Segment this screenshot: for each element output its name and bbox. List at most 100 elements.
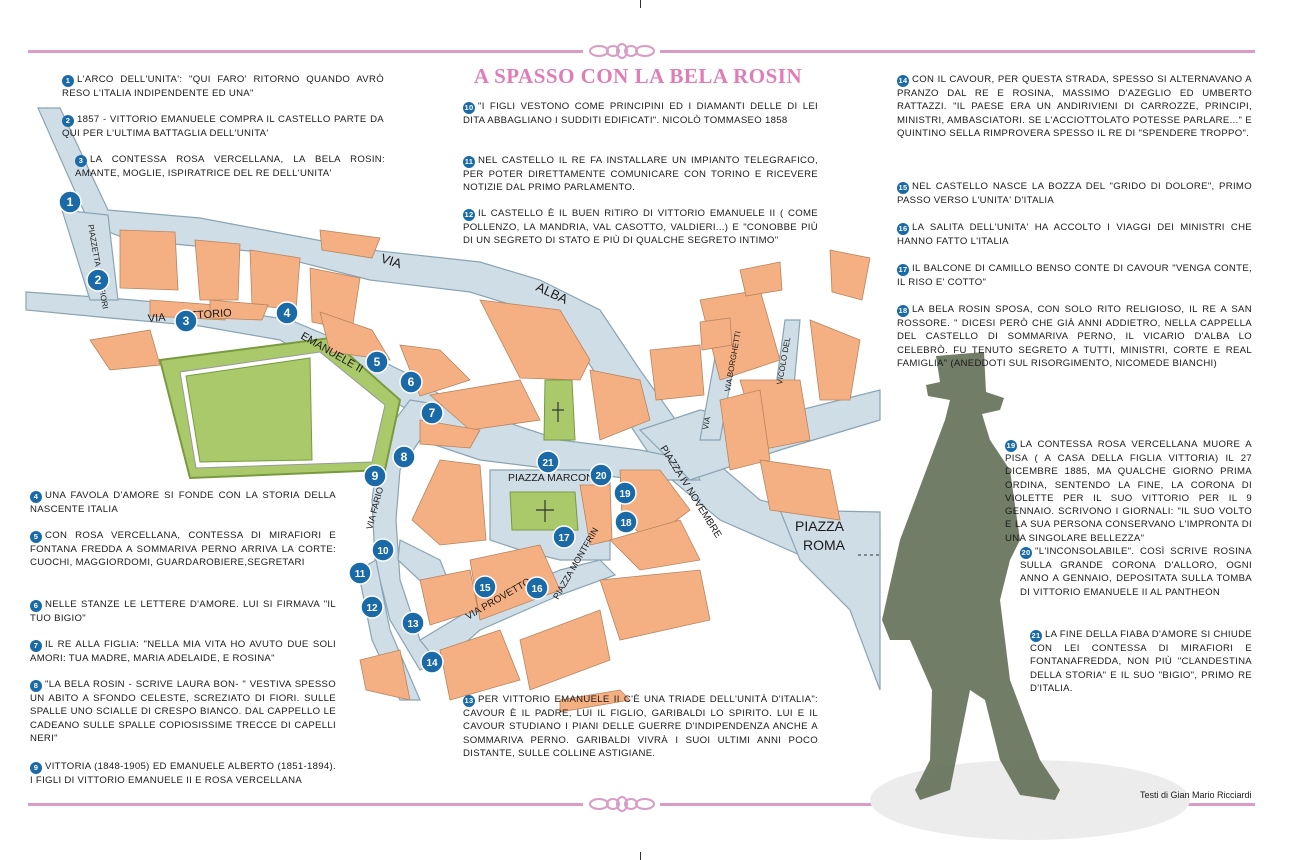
map-marker-label: 18 [620, 518, 632, 529]
map-marker-4: 4 [275, 301, 299, 325]
map-marker-21: 21 [536, 450, 560, 474]
note-8: 8"LA BELA ROSIN - SCRIVE LAURA BON- " VE… [30, 678, 336, 745]
map-marker-10: 10 [371, 538, 395, 562]
note-number-badge: 9 [30, 762, 42, 774]
map-marker-6: 6 [399, 370, 423, 394]
ornament-bottom [589, 796, 655, 812]
note-number-badge: 3 [75, 155, 87, 167]
note-text: NELLE STANZE LE LETTERE D'AMORE. LUI SI … [30, 599, 336, 624]
castle-park [158, 336, 402, 480]
map-marker-label: 15 [479, 583, 491, 594]
note-text: LA CONTESSA ROSA VERCELLANA MUORE A PISA… [1005, 439, 1252, 544]
note-number-badge: 13 [463, 695, 475, 707]
page-title: A SPASSO CON LA BELA ROSIN [473, 64, 803, 88]
map-marker-7: 7 [420, 401, 444, 425]
note-text: LA BELA ROSIN SPOSA, CON SOLO RITO RELIG… [897, 304, 1252, 369]
map-marker-label: 11 [355, 569, 366, 580]
map-marker-label: 7 [429, 406, 436, 420]
label-piazza-roma-1: PIAZZA [795, 518, 845, 534]
note-text: "I FIGLI VESTONO COME PRINCIPINI ED I DI… [463, 101, 818, 126]
note-text: CON ROSA VERCELLANA, CONTESSA DI MIRAFIO… [30, 530, 336, 569]
map-marker-19: 19 [613, 481, 637, 505]
note-number-badge: 7 [30, 640, 42, 652]
map-marker-label: 14 [426, 658, 438, 669]
note-text: IL RE ALLA FIGLIA: "NELLA MIA VITA HO AV… [30, 639, 336, 664]
note-text: PER VITTORIO EMANUELE II C'È UNA TRIADE … [463, 694, 818, 759]
map-marker-label: 19 [619, 489, 631, 500]
note-number-badge: 15 [897, 182, 909, 194]
map-marker-label: 17 [558, 533, 570, 544]
note-text: "LA BELA ROSIN - SCRIVE LAURA BON- " VES… [30, 679, 336, 744]
ornament-top [589, 43, 655, 59]
note-text: LA CONTESSA ROSA VERCELLANA, LA BELA ROS… [75, 154, 385, 179]
note-number-badge: 21 [1030, 630, 1042, 642]
map-marker-18: 18 [614, 510, 638, 534]
map-marker-label: 10 [377, 546, 389, 557]
label-piazza-roma-2: ROMA [803, 537, 846, 553]
map-marker-8: 8 [392, 445, 416, 469]
note-number-badge: 10 [463, 102, 475, 114]
king-silhouette-figure [870, 352, 1190, 840]
map-marker-label: 21 [542, 458, 554, 469]
map-marker-label: 2 [95, 273, 102, 287]
map-marker-label: 4 [284, 306, 291, 320]
map-marker-label: 8 [401, 450, 408, 464]
map-marker-9: 9 [363, 464, 387, 488]
note-number-badge: 5 [30, 531, 42, 543]
map-marker-17: 17 [552, 525, 576, 549]
note-number-badge: 20 [1020, 547, 1032, 559]
map-marker-label: 13 [407, 619, 419, 630]
note-text: NEL CASTELLO IL RE FA INSTALLARE UN IMPI… [463, 155, 818, 194]
note-number-badge: 17 [897, 264, 909, 276]
top-rule-right [660, 50, 1255, 53]
note-number-badge: 4 [30, 491, 42, 503]
label-via-small: VIA [701, 415, 712, 430]
map-marker-11: 11 [348, 561, 372, 585]
note-text: L'ARCO DELL'UNITA': "QUI FARO' RITORNO Q… [62, 74, 384, 99]
label-via-alba-1: VIA [379, 251, 404, 272]
map-marker-15: 15 [473, 575, 497, 599]
map-marker-label: 12 [366, 603, 378, 614]
bottom-rule-left [28, 803, 583, 806]
map-marker-label: 9 [372, 469, 379, 483]
map-marker-5: 5 [365, 350, 389, 374]
map-marker-20: 20 [589, 463, 613, 487]
note-number-badge: 8 [30, 680, 42, 692]
note-text: IL BALCONE DI CAMILLO BENSO CONTE DI CAV… [897, 263, 1252, 288]
map-marker-label: 1 [67, 195, 74, 209]
note-text: VITTORIA (1848-1905) ED EMANUELE ALBERTO… [30, 761, 336, 786]
map-marker-label: 20 [595, 471, 607, 482]
note-number-badge: 19 [1005, 440, 1017, 452]
label-piazza-marconi: PIAZZA MARCONI [508, 472, 597, 484]
note-text: LA FINE DELLA FIABA D'AMORE SI CHIUDE CO… [1030, 629, 1252, 694]
note-number-badge: 2 [62, 115, 74, 127]
note-number-badge: 11 [463, 156, 475, 168]
map-marker-1: 1 [58, 190, 82, 214]
map-marker-12: 12 [360, 595, 384, 619]
note-number-badge: 14 [897, 75, 909, 87]
note-number-badge: 1 [62, 75, 74, 87]
map-marker-label: 5 [374, 355, 381, 369]
map-marker-label: 3 [183, 314, 190, 328]
note-text: "L'INCONSOLABILE". COSÌ SCRIVE ROSINA SU… [1020, 546, 1252, 598]
note-number-badge: 12 [463, 209, 475, 221]
note-text: LA SALITA DELL'UNITA' HA ACCOLTO I VIAGG… [897, 222, 1252, 247]
buildings [89, 229, 871, 713]
note-10: 10"I FIGLI VESTONO COME PRINCIPINI ED I … [463, 100, 818, 127]
map-marker-16: 16 [525, 576, 549, 600]
map-marker-3: 3 [174, 309, 198, 333]
map-marker-14: 14 [420, 650, 444, 674]
